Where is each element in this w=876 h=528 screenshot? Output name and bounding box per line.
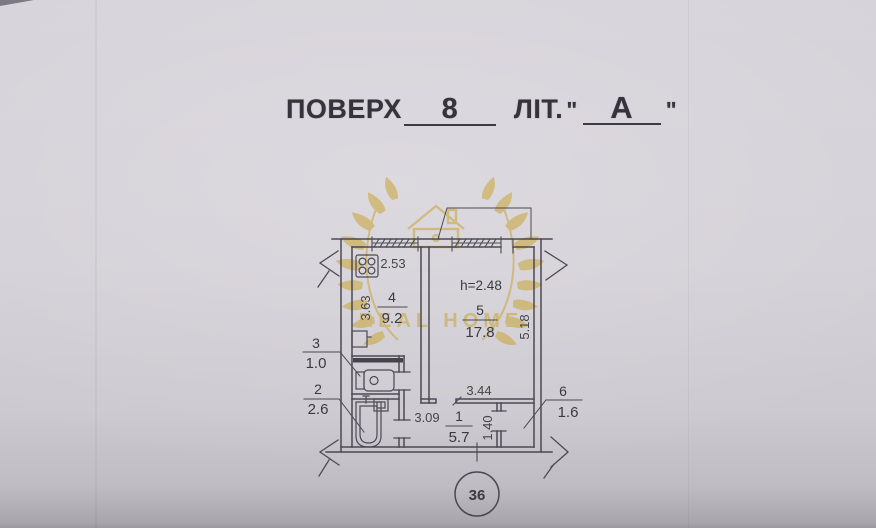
wall-break-icon	[317, 250, 569, 477]
kitchen-window	[371, 236, 419, 252]
lit-letter: А	[610, 90, 634, 125]
interior-partitions	[351, 246, 535, 448]
paper-crease	[95, 0, 97, 528]
dim-living-width: 3.44	[466, 383, 491, 398]
dim-kitchen-depth: 3.63	[358, 295, 373, 320]
wc-room-area: 1.0	[306, 355, 327, 372]
room-label-underlines	[377, 306, 498, 427]
dim-living-depth: 5.18	[517, 314, 532, 339]
apartment-number: 36	[469, 487, 486, 504]
lit-label: ЛІТ.	[513, 94, 564, 124]
apartment-number-circle	[454, 471, 500, 517]
washbasin-icon	[373, 398, 389, 412]
hall-room-area: 5.7	[449, 429, 470, 446]
exterior-walls	[325, 238, 553, 453]
house-icon	[407, 204, 465, 249]
door-jamb-marks	[393, 371, 507, 439]
living-window	[451, 236, 502, 254]
kitchen-room-number: 4	[388, 289, 396, 305]
quote-close: "	[665, 97, 678, 123]
living-room-number: 5	[476, 302, 484, 318]
lit-letter-field: А	[582, 90, 661, 125]
hall-room-number: 1	[455, 408, 463, 424]
bath-room-number: 2	[314, 381, 322, 397]
floor-number-field: 8	[403, 93, 496, 126]
floor-label: ПОВЕРХ	[286, 94, 402, 124]
laurel-branch-icon	[334, 175, 399, 347]
balcony-outline	[437, 207, 532, 240]
floor-number: 8	[441, 93, 459, 125]
paper-crease	[688, 0, 689, 528]
watermark-text: REAL HOME	[359, 310, 524, 332]
laurel-branch-icon	[481, 175, 546, 347]
closet-room-number: 6	[559, 383, 567, 399]
paper-corner-shadow	[0, 0, 34, 6]
dim-kitchen-width: 2.53	[380, 256, 405, 271]
watermark: REAL HOME	[334, 175, 546, 347]
closet-room-area: 1.6	[558, 404, 579, 421]
bathtub-icon	[355, 395, 382, 448]
quote-open: "	[566, 97, 578, 123]
kitchen-room-area: 9.2	[382, 310, 403, 327]
kitchen-sink-icon	[351, 330, 372, 348]
label-leader-lines	[302, 351, 583, 433]
toilet-icon	[355, 369, 395, 392]
wc-room-number: 3	[312, 335, 320, 351]
document-title: ПОВЕРХ 8 ЛІТ. " А "	[286, 92, 680, 126]
stove-icon	[355, 254, 379, 278]
dimension-ticks	[452, 396, 478, 462]
ventilation-shaft	[353, 358, 403, 363]
ceiling-height-label: h=2.48	[460, 278, 502, 293]
entrance-arrow-icon	[543, 436, 569, 479]
dim-closet-width: 1.40	[480, 415, 495, 440]
dim-hall-width: 3.09	[414, 410, 439, 425]
bath-room-area: 2.6	[308, 401, 329, 418]
living-room-area: 17.8	[465, 324, 494, 341]
